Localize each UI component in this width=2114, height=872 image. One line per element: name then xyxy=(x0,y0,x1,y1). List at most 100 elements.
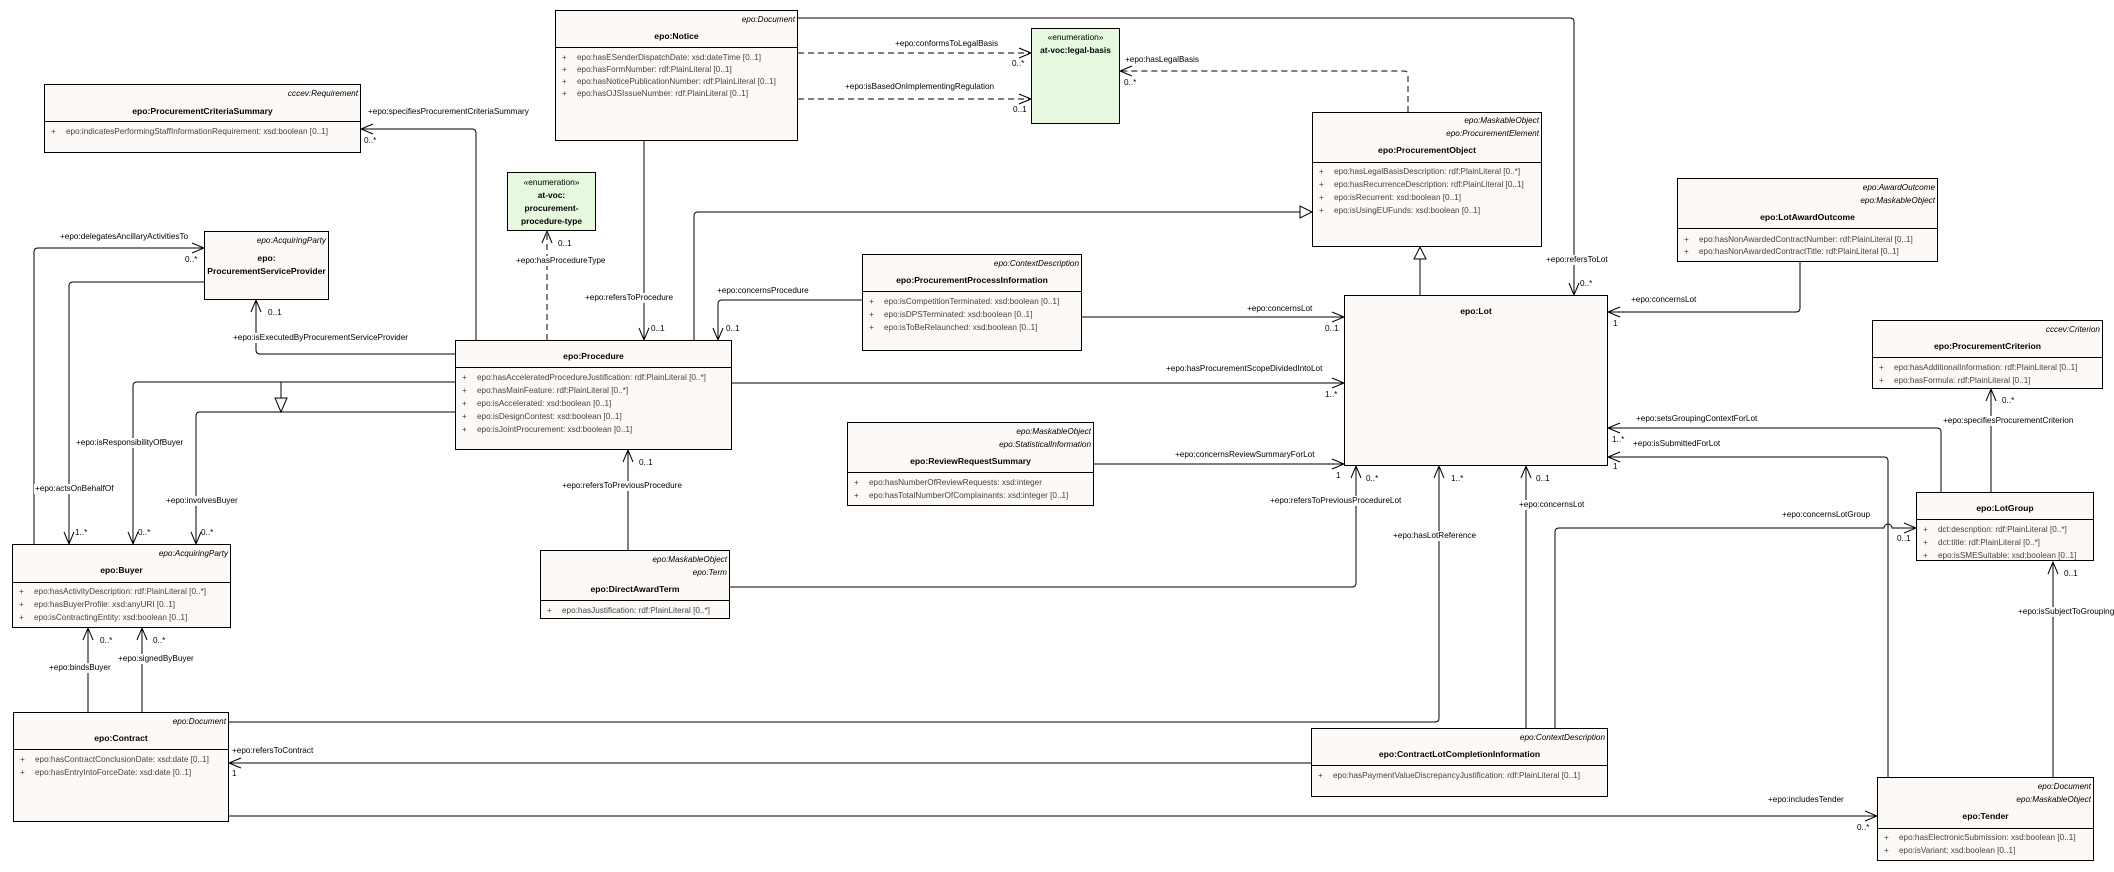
compartment-divider xyxy=(848,472,1093,473)
association-line-concerns-procedure xyxy=(717,299,862,340)
enumeration-legal-basis: «enumeration» at-voc:legal-basis xyxy=(1031,28,1120,124)
arrowhead-icon xyxy=(1350,464,1362,479)
multiplicity: 0..1 xyxy=(1897,534,1911,543)
association-line-concerns-lot-group xyxy=(1554,523,1916,728)
compartment-divider xyxy=(45,121,360,122)
multiplicity: 0..* xyxy=(1580,279,1593,288)
visibility-marker: + xyxy=(20,768,25,777)
multiplicity: 0..1 xyxy=(558,239,572,248)
visibility-marker: + xyxy=(462,386,467,395)
generalization-line-procedure xyxy=(693,211,1300,340)
role-label: +epo:actsOnBehalfOf xyxy=(34,484,115,494)
attribute: epo:hasOJSIssueNumber: rdf:PlainLiteral … xyxy=(577,89,749,98)
stereotype: epo:ContextDescription xyxy=(1519,733,1605,742)
attribute: epo:hasActivityDescription: rdf:PlainLit… xyxy=(34,587,207,596)
stereotype: epo:Document xyxy=(2037,782,2091,791)
role-label: +epo:includesTender xyxy=(1767,795,1845,805)
stereotype: epo:MaskableObject xyxy=(652,555,727,564)
association-line-is-executed-by-psp xyxy=(255,300,455,355)
role-label: +epo:delegatesAncillaryActivitiesTo xyxy=(59,232,190,242)
multiplicity: 0..* xyxy=(1857,823,1870,832)
stereotype: epo:MaskableObject xyxy=(1464,116,1539,125)
stereotype: epo:Term xyxy=(692,568,727,577)
multiplicity: 0..* xyxy=(364,136,377,145)
visibility-marker: + xyxy=(51,127,56,136)
visibility-marker: + xyxy=(1884,846,1889,855)
multiplicity: 0..1 xyxy=(651,324,665,333)
multiplicity: 1 xyxy=(1336,471,1341,480)
association-line-involves-buyer xyxy=(195,411,455,544)
role-label: +epo:conformsToLegalBasis xyxy=(894,39,1000,49)
class-name: epo:ProcurementObject xyxy=(1378,145,1476,155)
role-label: +epo:hasLegalBasis xyxy=(1124,55,1200,65)
attribute: epo:isCompetitionTerminated: xsd:boolean… xyxy=(884,297,1060,306)
class-buyer: epo:AcquiringParty epo:Buyer + epo:hasAc… xyxy=(12,544,231,628)
multiplicity: 0..* xyxy=(201,528,214,537)
attribute: epo:isDesignContest: xsd:boolean [0..1] xyxy=(477,412,622,421)
multiplicity: 1..* xyxy=(1451,474,1464,483)
class-name: epo:LotGroup xyxy=(1976,503,2034,513)
attribute: epo:hasElectronicSubmission: xsd:boolean… xyxy=(1899,833,2076,842)
attribute: epo:hasNonAwardedContractNumber: rdf:Pla… xyxy=(1699,235,1913,244)
enumeration-name: procedure-type xyxy=(521,216,582,226)
class-procurement-criterion: cccev:Criterion epo:ProcurementCriterion… xyxy=(1872,320,2103,389)
association-line-refers-to-lot xyxy=(798,17,1575,295)
compartment-divider xyxy=(1917,519,2093,520)
multiplicity: 1..* xyxy=(1325,390,1338,399)
role-label: +epo:hasProcedureType xyxy=(515,256,607,266)
role-label: +epo:refersToLot xyxy=(1545,255,1609,265)
multiplicity: 0..* xyxy=(100,636,113,645)
enumeration-procurement-procedure-type: «enumeration» at-voc: procurement- proce… xyxy=(507,172,596,231)
multiplicity: 1..* xyxy=(1612,435,1625,444)
class-name: epo:Notice xyxy=(654,31,699,41)
arrowhead-icon xyxy=(250,298,262,313)
class-name: epo:Buyer xyxy=(100,565,143,575)
compartment-divider xyxy=(14,749,228,750)
compartment-divider xyxy=(1878,828,2093,829)
stereotype: epo:ProcurementElement xyxy=(1446,129,1539,138)
attribute: dct:description: rdf:PlainLiteral [0..*] xyxy=(1938,525,2067,534)
role-label: +epo:signedByBuyer xyxy=(117,654,195,664)
stereotype: epo:MaskableObject xyxy=(1016,427,1091,436)
class-name: epo:ProcurementCriterion xyxy=(1934,341,2041,351)
class-name: epo:Procedure xyxy=(563,351,624,361)
arrowhead-icon xyxy=(227,757,242,769)
attribute: epo:hasBuyerProfile: xsd:anyURI [0..1] xyxy=(34,600,176,609)
attribute: epo:isAccelerated: xsd:boolean [0..1] xyxy=(477,399,612,408)
class-name: epo:ProcurementCriteriaSummary xyxy=(132,106,273,116)
class-direct-award-term: epo:MaskableObject epo:Term epo:DirectAw… xyxy=(540,550,730,619)
class-name: epo:ProcurementProcessInformation xyxy=(896,275,1048,285)
visibility-marker: + xyxy=(1923,538,1928,547)
role-label: +epo:refersToProcedure xyxy=(584,293,675,303)
class-name: epo:LotAwardOutcome xyxy=(1760,212,1855,222)
enumeration-stereotype: «enumeration» xyxy=(1047,32,1104,42)
visibility-marker: + xyxy=(1319,180,1324,189)
visibility-marker: + xyxy=(1923,525,1928,534)
stereotype: epo:MaskableObject xyxy=(2016,795,2091,804)
visibility-marker: + xyxy=(562,53,567,62)
arrowhead-icon xyxy=(1985,387,1997,402)
compartment-divider xyxy=(1313,162,1541,163)
role-label: +epo:refersToPreviousProcedureLot xyxy=(1269,496,1403,506)
compartment-divider xyxy=(863,291,1081,292)
multiplicity: 1 xyxy=(1613,319,1618,328)
attribute: epo:isVariant: xsd:boolean [0..1] xyxy=(1899,846,2016,855)
class-lot-group: epo:LotGroup + dct:description: rdf:Plai… xyxy=(1916,492,2094,561)
arrowhead-icon xyxy=(622,448,634,463)
visibility-marker: + xyxy=(462,412,467,421)
visibility-marker: + xyxy=(562,65,567,74)
role-label: +epo:bindsBuyer xyxy=(48,663,112,673)
multiplicity: 0..1 xyxy=(1325,324,1339,333)
role-label: +epo:isBasedOnImplementingRegulation xyxy=(844,82,996,92)
stereotype: epo:AcquiringParty xyxy=(256,236,326,245)
enumeration-name: procurement- xyxy=(524,203,579,213)
role-label: +epo:involvesBuyer xyxy=(165,496,239,506)
attribute: epo:hasFormNumber: rdf:PlainLiteral [0..… xyxy=(577,65,732,74)
class-tender: epo:Document epo:MaskableObject epo:Tend… xyxy=(1877,777,2094,861)
visibility-marker: + xyxy=(1879,363,1884,372)
role-label: +epo:specifiesProcurementCriteriaSummary xyxy=(367,107,530,117)
stereotype: cccev:Criterion xyxy=(2045,325,2100,334)
enumeration-name: at-voc: xyxy=(537,190,566,200)
arrowhead-icon xyxy=(1118,65,1133,77)
